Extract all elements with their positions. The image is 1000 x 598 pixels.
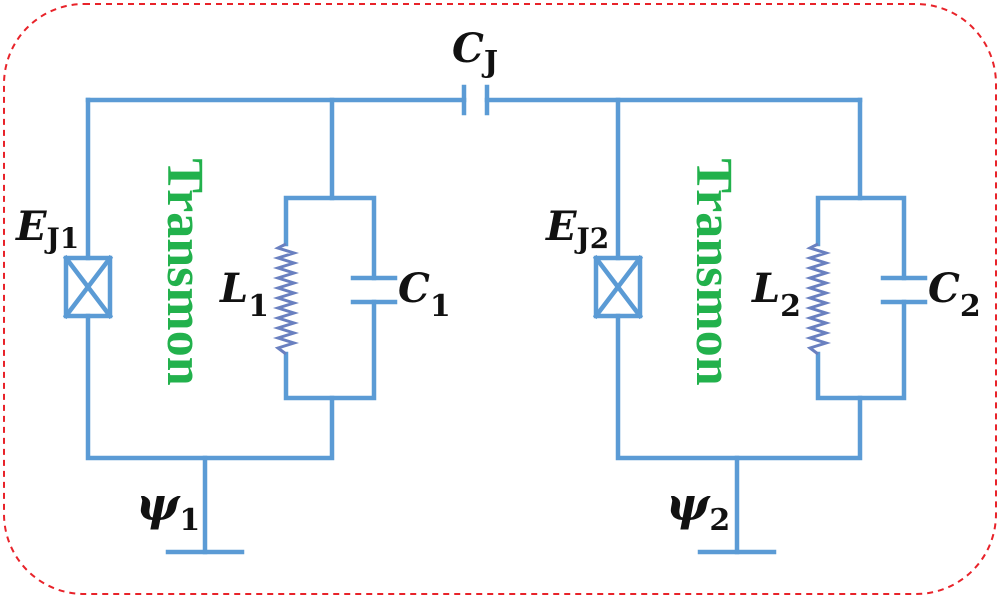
qubit-2-transmon-label: Transmon [685,158,742,385]
qubit-1-transmon-label: Transmon [156,158,213,385]
coupling-capacitor-label: CJ [452,25,498,80]
coupling-section: CJ [85,25,863,116]
qubit-2-circuit [592,97,928,555]
qubit-2-junction-label: EJ2 [545,203,609,255]
qubit-1-lc-top [283,195,377,281]
qubit-1-junction-label: EJ1 [15,203,79,255]
qubit-1-inductor-label: L1 [219,265,269,324]
qubit-2-capacitor-label: C2 [928,265,981,324]
qubit-1-ground-label: ψ1 [136,477,200,538]
qubit-2-lc-top [815,195,907,281]
qubit-1-circuit [62,97,398,555]
qubit-2-lc-bottom [815,299,907,401]
qubit-1-inductor-coil [272,242,300,356]
qubit-2-josephson-junction [592,254,644,320]
dashed-frame [3,3,997,595]
qubit-2-inductor-label: L2 [751,265,801,324]
qubit-1-capacitor-label: C1 [398,265,451,324]
qubit-2-inductor-coil [804,242,832,356]
qubit-1-left-wire-lower [85,313,335,461]
qubit-1-lc-bottom [283,299,377,401]
qubit-1-josephson-junction [62,254,114,320]
qubit-2-ground-label: ψ2 [666,477,730,538]
